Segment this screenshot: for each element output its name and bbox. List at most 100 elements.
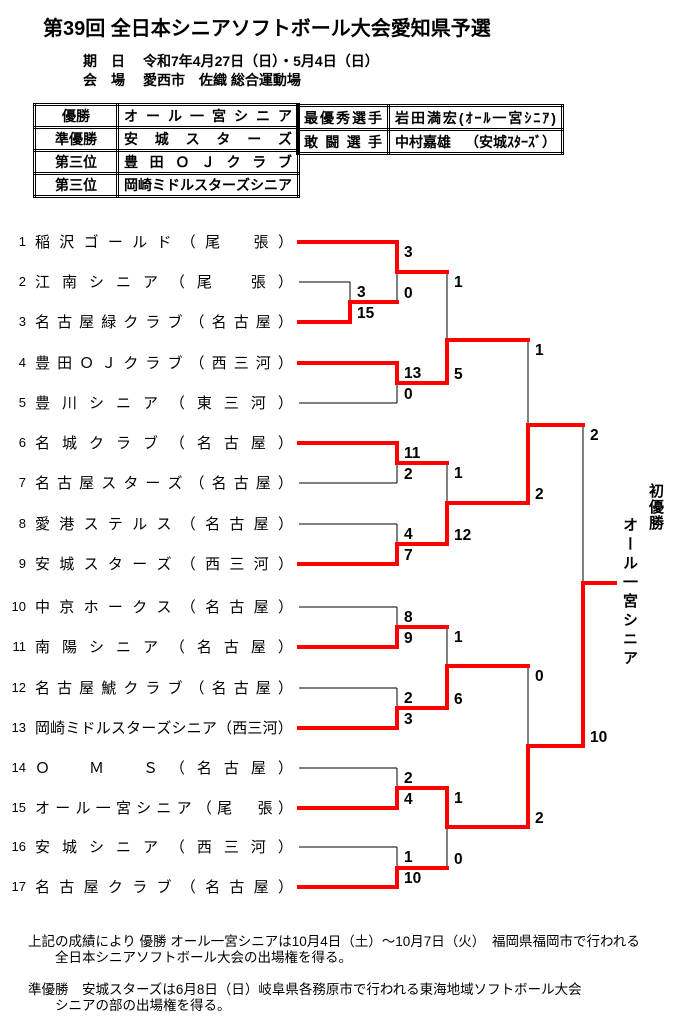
result-team: 安城スターズ — [124, 131, 292, 147]
award-player: 岩田満宏(ｵｰﾙ一宮ｼﾆｱ) — [395, 109, 556, 126]
champion-team: オール一宮シニア — [621, 517, 638, 669]
team-seed: 15 — [11, 800, 26, 815]
score-label: 1 — [454, 790, 463, 807]
team-name: 名古屋緑クラブ（名古屋） — [35, 313, 293, 331]
winner-path — [395, 786, 449, 810]
team-seed: 3 — [18, 314, 26, 329]
score-label: 7 — [404, 547, 413, 564]
venue-label: 会 場 — [83, 72, 125, 88]
score-label: 1 — [535, 342, 544, 359]
venue-value: 愛西市 佐織 総合運動場 — [143, 72, 301, 88]
note-line: 準優勝 安城スターズは6月8日（日）岐阜県各務原市で行われる東海地域ソフトボール… — [28, 982, 582, 997]
team-name: 江南シニア（尾 張） — [35, 273, 293, 291]
winner-path — [581, 581, 617, 748]
winner-path — [445, 664, 530, 710]
note-line: 上記の成績により 優勝 オール一宮シニアは10月4日（土）～10月7日（火） 福… — [28, 934, 640, 949]
result-rank: 優勝 — [33, 103, 119, 129]
score-label: 9 — [404, 630, 413, 647]
score-label: 0 — [404, 386, 413, 403]
team-name: 中京ホークス（名古屋） — [35, 598, 293, 616]
score-label: 2 — [535, 486, 544, 503]
team-seed: 2 — [18, 274, 26, 289]
team-name: 南陽シニア（名古屋） — [35, 638, 293, 656]
score-label: 2 — [404, 770, 413, 787]
score-label: 2 — [404, 690, 413, 707]
team-name: 愛港ステルス（名古屋） — [35, 515, 293, 533]
table-row: 最優秀選手岩田満宏(ｵｰﾙ一宮ｼﾆｱ) — [296, 104, 564, 131]
winner-path — [526, 744, 585, 829]
score-label: 6 — [454, 691, 463, 708]
award-title: 最優秀選手 — [304, 109, 382, 126]
team-name: 安城シニア（西三河） — [35, 838, 293, 856]
team-seed: 8 — [18, 516, 26, 531]
score-label: 1 — [404, 849, 413, 866]
result-team: オール一宮シニア — [124, 108, 292, 124]
score-label: 8 — [404, 609, 413, 626]
winner-path — [445, 501, 530, 546]
score-label: 10 — [404, 870, 421, 887]
team-name: 稲沢ゴールド（尾 張） — [35, 233, 293, 251]
team-seed: 13 — [11, 720, 26, 735]
score-label: 5 — [454, 366, 463, 383]
note-line: シニアの部の出場権を得る。 — [55, 998, 231, 1013]
winner-path — [395, 706, 449, 730]
winner-path — [526, 423, 585, 505]
team-seed: 7 — [18, 475, 26, 490]
team-name: オール一宮シニア（尾 張） — [35, 799, 293, 817]
team-seed: 4 — [18, 355, 26, 370]
score-label: 2 — [404, 466, 413, 483]
team-seed: 10 — [11, 599, 26, 614]
champion-label: 初優勝 — [647, 483, 664, 531]
team-seed: 12 — [11, 680, 26, 695]
team-name: 安城スターズ（西三河） — [35, 555, 293, 573]
score-label: 12 — [454, 527, 471, 544]
score-label: 0 — [535, 668, 544, 685]
score-label: 3 — [357, 284, 366, 301]
team-seed: 11 — [12, 639, 27, 654]
winner-path — [395, 866, 449, 889]
team-seed: 14 — [11, 760, 26, 775]
score-label: 0 — [454, 851, 463, 868]
team-name: 豊川シニア（東三河） — [35, 394, 293, 412]
team-name: 名古屋鯱クラブ（名古屋） — [35, 679, 293, 697]
score-label: 1 — [454, 274, 463, 291]
winner-path — [395, 542, 449, 566]
table-row: 優勝オール一宮シニア — [33, 103, 300, 129]
winner-path — [395, 240, 449, 274]
score-label: 1 — [454, 465, 463, 482]
table-row: 第三位岡崎ミドルスターズシニア — [33, 172, 300, 198]
winner-path — [348, 300, 399, 324]
team-name: 名古屋スターズ（名古屋） — [35, 474, 293, 492]
team-seed: 17 — [11, 879, 26, 894]
team-seed: 16 — [11, 839, 26, 854]
team-name: 名城クラブ（名古屋） — [35, 434, 293, 452]
team-name: 岡崎ミドルスターズシニア（西三河） — [35, 719, 293, 737]
team-seed: 9 — [18, 556, 26, 571]
date-value: 令和7年4月27日（日）・5月4日（日） — [143, 53, 379, 69]
winner-path — [445, 338, 530, 385]
result-team: 岡崎ミドルスターズシニア — [124, 177, 292, 193]
team-name: Ｏ Ｍ Ｓ（名古屋） — [35, 759, 293, 777]
score-label: 3 — [404, 711, 413, 728]
winner-path — [395, 625, 449, 649]
team-seed: 5 — [18, 395, 26, 410]
team-seed: 1 — [18, 234, 26, 249]
winner-path — [445, 786, 530, 829]
date-label: 期 日 — [83, 53, 125, 69]
score-label: 13 — [404, 365, 422, 382]
score-label: 4 — [404, 526, 413, 543]
score-label: 1 — [454, 629, 463, 646]
score-label: 0 — [404, 285, 413, 302]
score-label: 3 — [404, 244, 413, 261]
note-line: 全日本シニアソフトボール大会の出場権を得る。 — [55, 950, 352, 965]
team-seed: 6 — [18, 435, 26, 450]
score-label: 2 — [590, 427, 599, 444]
result-rank: 第三位 — [33, 149, 119, 175]
